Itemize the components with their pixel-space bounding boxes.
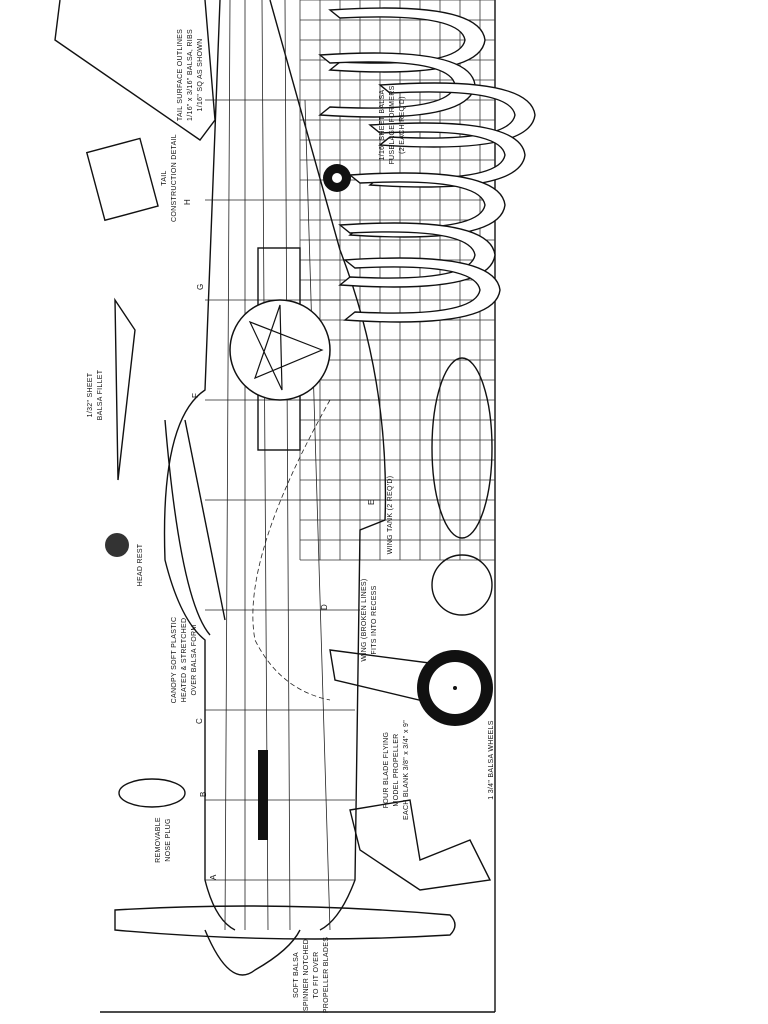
label-head-rest: HEAD REST xyxy=(137,543,144,586)
label-fillet-2: BALSA FILLET xyxy=(97,369,104,420)
station-f: F xyxy=(191,393,200,398)
label-wing-2: FITS INTO RECESS xyxy=(371,585,378,654)
label-canopy-1: CANOPY SOFT PLASTIC xyxy=(171,617,178,704)
tail-surface xyxy=(54,0,216,141)
label-tail-surface-2: 1/16" x 3/16" BALSA, RIBS xyxy=(187,29,194,121)
fuselage xyxy=(163,0,387,931)
label-spinner-3: TO FIT OVER xyxy=(313,952,320,999)
nose-plug xyxy=(118,778,186,808)
label-formers-3: (2 EACH REQ'D) xyxy=(399,96,406,154)
label-tail-surface-1: TAIL SURFACE OUTLINES xyxy=(177,29,184,121)
fuselage-formers xyxy=(318,7,536,323)
former xyxy=(343,257,501,323)
label-tail-detail-2: CONSTRUCTION DETAIL xyxy=(171,134,178,222)
station-a: A xyxy=(209,874,218,880)
station-b: B xyxy=(199,791,208,797)
label-spinner-4: PROPELLER BLADES xyxy=(323,937,330,1013)
station-g: G xyxy=(196,283,205,290)
former xyxy=(318,52,476,118)
label-propeller-1: FOUR BLADE FLYING xyxy=(383,732,390,809)
fillet xyxy=(114,297,136,481)
label-nose-plug-2: NOSE PLUG xyxy=(165,818,172,862)
station-c: C xyxy=(195,718,204,724)
label-nose-plug-1: REMOVABLE xyxy=(155,817,162,863)
label-propeller-2: MODEL PROPELLER xyxy=(393,733,400,806)
label-wing-1: WING (BROKEN LINES) xyxy=(361,578,368,661)
tail-construction-detail xyxy=(85,137,159,222)
station-h: H xyxy=(183,199,192,205)
label-wheels: 1 3/4" BALSA WHEELS xyxy=(488,720,495,799)
label-propeller-3: EACH BLANK 3/8" x 3/4" x 9" xyxy=(403,720,410,820)
label-formers-2: FUSELAGE FORMERS xyxy=(389,85,396,164)
former xyxy=(348,172,506,238)
former xyxy=(328,7,486,73)
exhaust-stacks xyxy=(258,750,268,840)
label-fillet-1: 1/32" SHEET xyxy=(87,372,94,417)
label-spinner-1: SOFT BALSA xyxy=(293,952,300,998)
insignia-star xyxy=(248,304,324,391)
station-e: E xyxy=(367,499,376,505)
label-tail-detail-1: TAIL xyxy=(161,170,168,185)
former xyxy=(368,122,526,188)
head-rest xyxy=(105,533,129,557)
wing-tank-section xyxy=(431,554,493,616)
station-d: D xyxy=(320,604,329,610)
label-canopy-2: HEATED & STRETCHED xyxy=(181,618,188,703)
label-tail-surface-3: 1/16" SQ AS SHOWN xyxy=(197,39,204,112)
label-formers-1: 1/16" SHEET BALSA xyxy=(379,90,386,161)
label-spinner-2: SPINNER NOTCHED xyxy=(303,939,310,1011)
label-wing-tank: WING TANK (2 REQ'D) xyxy=(387,476,394,555)
propeller-blank xyxy=(349,799,492,891)
spinner xyxy=(204,929,301,976)
wing-tank xyxy=(431,357,493,539)
propeller-blades xyxy=(114,905,456,940)
label-canopy-3: OVER BALSA FORM xyxy=(191,624,198,695)
